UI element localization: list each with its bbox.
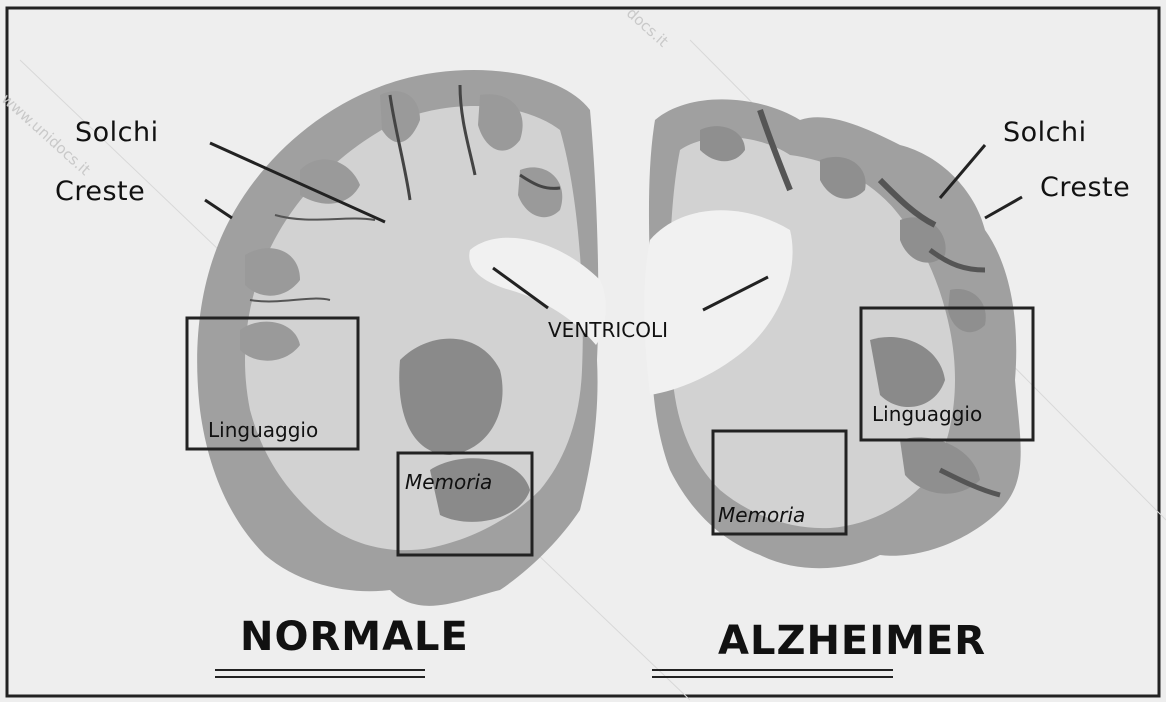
alzheimer-memoria-label: Memoria (718, 503, 805, 527)
alzheimer-creste-label: Creste (1040, 172, 1130, 203)
normal-creste-label: Creste (55, 176, 145, 207)
normal-memoria-label: Memoria (405, 470, 492, 494)
ventricoli-label: VENTRICOLI (548, 318, 668, 342)
alzheimer-linguaggio-label: Linguaggio (872, 402, 982, 426)
normal-linguaggio-label: Linguaggio (208, 418, 318, 442)
alzheimer-title: ALZHEIMER (718, 618, 986, 664)
normal-solchi-label: Solchi (75, 117, 159, 148)
normal-title: NORMALE (240, 614, 469, 660)
alzheimer-solchi-label: Solchi (1003, 117, 1087, 148)
